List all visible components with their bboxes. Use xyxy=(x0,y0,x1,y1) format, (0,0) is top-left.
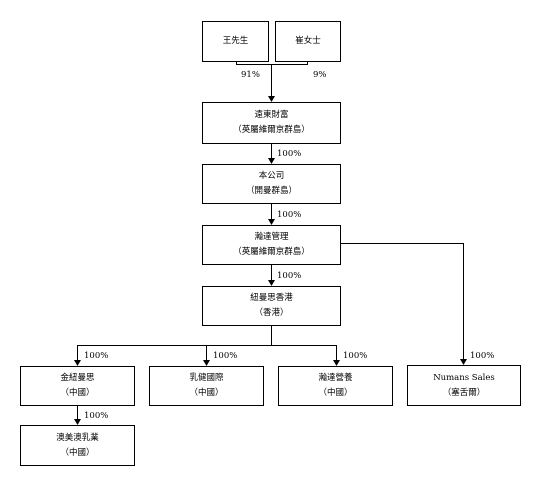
entity-handa-nutrition: 瀚達營養 （中國） xyxy=(278,366,393,406)
entity-handa-mgmt: 瀚達管理 （英屬維爾京群島） xyxy=(202,225,341,265)
entity-name: 瀚達營養 xyxy=(318,373,353,383)
entity-jurisdiction: （英屬維爾京群島） xyxy=(233,247,310,257)
entity-aomei-dairy: 澳美澳乳業 （中國） xyxy=(20,425,135,466)
pct-numans-hk-rujian: 100% xyxy=(213,351,238,361)
entity-yuandong: 遠東財富 （英屬維爾京群島） xyxy=(202,102,341,144)
connector-to-handa-nutrition xyxy=(336,345,337,365)
connector-subsidiaries-bar xyxy=(77,345,337,346)
connector-to-yuandong xyxy=(271,64,272,101)
entity-jurisdiction: （塞舌爾） xyxy=(442,387,486,398)
pct-yuandong-company: 100% xyxy=(277,149,302,159)
entity-name: 金紐曼思 xyxy=(60,373,95,383)
entity-mr-wang: 王先生 xyxy=(202,21,269,62)
entity-name: 王先生 xyxy=(222,36,249,46)
entity-jurisdiction: （英屬維爾京群島） xyxy=(233,125,310,135)
entity-name: 澳美澳乳業 xyxy=(56,432,99,443)
entity-jurisdiction: （開曼群島） xyxy=(245,186,297,196)
connector-to-jindi xyxy=(77,345,78,365)
connector-to-rujian xyxy=(206,345,207,365)
entity-jurisdiction: （中國） xyxy=(189,388,224,398)
pct-cui-yuandong: 9% xyxy=(313,70,327,80)
connector-to-numans-sales xyxy=(463,243,464,364)
arrow-to-numans-sales xyxy=(460,359,467,365)
arrow-to-jindi xyxy=(74,360,81,366)
entity-name: 崔女士 xyxy=(295,36,321,46)
entity-jurisdiction: （中國） xyxy=(60,388,95,398)
entity-name: 乳健國際 xyxy=(189,373,224,383)
arrow-to-company xyxy=(268,158,275,164)
entity-jurisdiction: （中國） xyxy=(60,447,95,458)
connector-company-handa-mgmt xyxy=(271,203,272,224)
pct-numans-hk-jindi: 100% xyxy=(84,351,109,361)
arrow-to-yuandong xyxy=(268,96,275,102)
arrow-to-aomei xyxy=(74,419,81,425)
pct-numans-hk-handa-nutrition: 100% xyxy=(343,351,368,361)
pct-company-handa-mgmt: 100% xyxy=(277,210,302,220)
pct-wang-yuandong: 91% xyxy=(241,70,260,80)
pct-handa-mgmt-numans-sales: 100% xyxy=(470,351,495,361)
arrow-to-handa-nutrition xyxy=(333,360,340,366)
entity-numans-sales: Numans Sales （塞舌爾） xyxy=(407,365,521,406)
connector-handa-mgmt-numans-hk xyxy=(271,264,272,285)
connector-wang-down xyxy=(236,61,237,65)
arrow-to-numans-hk xyxy=(268,280,275,286)
connector-jindi-aomei xyxy=(77,405,78,424)
arrow-to-handa-mgmt xyxy=(268,219,275,225)
connector-numans-hk-down xyxy=(271,325,272,346)
entity-name: Numans Sales xyxy=(433,372,495,383)
entity-name: 紐曼思香港 xyxy=(250,293,293,303)
entity-jindi-numans: 金紐曼思 （中國） xyxy=(20,366,135,406)
connector-shareholders-bar xyxy=(236,64,308,65)
entity-name: 瀚達管理 xyxy=(254,232,289,242)
pct-jindi-aomei: 100% xyxy=(84,411,109,421)
connector-handa-mgmt-right xyxy=(341,243,464,244)
entity-jurisdiction: （香港） xyxy=(254,308,289,318)
connector-yuandong-company xyxy=(271,143,272,163)
entity-ms-cui: 崔女士 xyxy=(275,21,341,62)
entity-name: 遠東財富 xyxy=(254,110,289,120)
entity-company: 本公司 （開曼群島） xyxy=(202,164,341,204)
entity-rujian-intl: 乳健國際 （中國） xyxy=(149,366,264,406)
connector-cui-down xyxy=(307,61,308,65)
entity-numans-hk: 紐曼思香港 （香港） xyxy=(202,286,341,326)
entity-jurisdiction: （中國） xyxy=(318,388,353,398)
entity-name: 本公司 xyxy=(258,171,285,181)
pct-handa-mgmt-numans-hk: 100% xyxy=(277,271,302,281)
arrow-to-rujian xyxy=(203,360,210,366)
